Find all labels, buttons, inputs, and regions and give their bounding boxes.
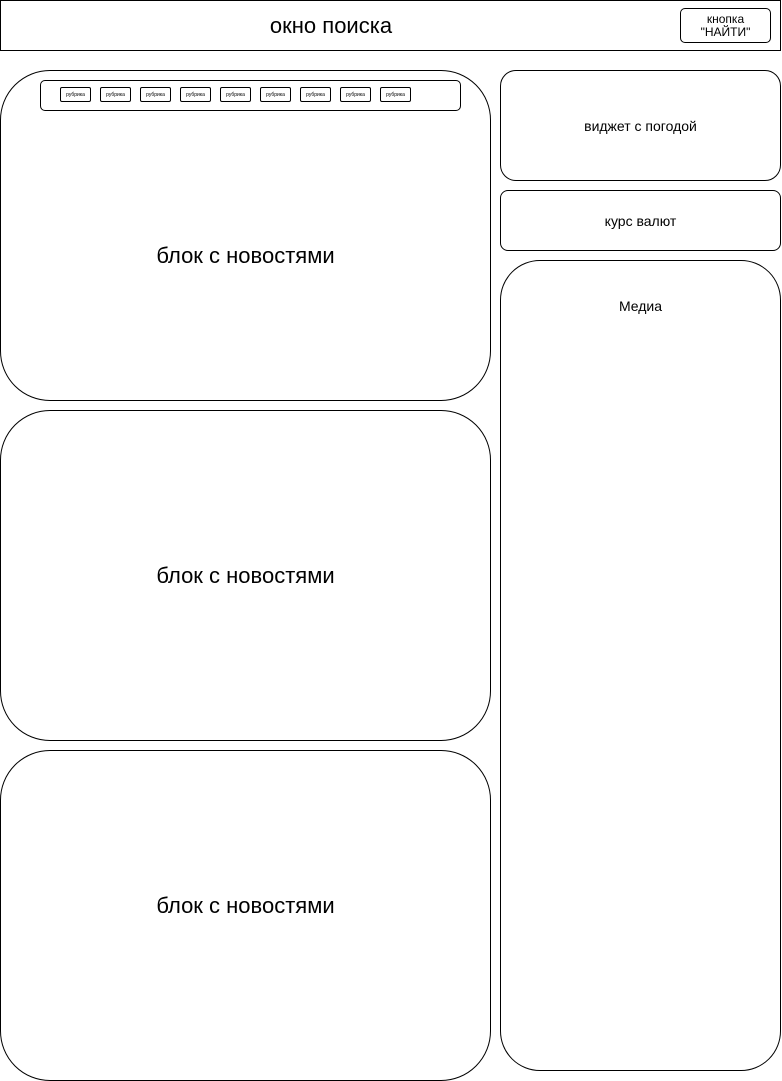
- rubric-tab-6[interactable]: рубрика: [260, 87, 291, 102]
- news-block-label: блок с новостями: [156, 893, 335, 918]
- rubric-tab-9[interactable]: рубрика: [380, 87, 411, 102]
- currency-widget: курс валют: [500, 190, 781, 251]
- news-block-2: блок с новостями: [0, 410, 491, 741]
- rubric-tab-4[interactable]: рубрика: [180, 87, 211, 102]
- rubric-tab-5[interactable]: рубрика: [220, 87, 251, 102]
- news-block-label: блок с новостями: [156, 243, 335, 268]
- currency-widget-label: курс валют: [604, 212, 677, 229]
- news-block-1: блок с новостями: [0, 70, 491, 401]
- news-block-3: блок с новостями: [0, 750, 491, 1081]
- rubric-tab-1[interactable]: рубрика: [60, 87, 91, 102]
- media-block: Медиа: [500, 260, 781, 1071]
- news-block-label: блок с новостями: [156, 563, 335, 588]
- rubric-tab-7[interactable]: рубрика: [300, 87, 331, 102]
- rubric-tab-3[interactable]: рубрика: [140, 87, 171, 102]
- find-button[interactable]: кнопка "НАЙТИ": [680, 8, 771, 43]
- search-input[interactable]: окно поиска: [269, 12, 393, 38]
- search-bar: окно поиска: [0, 0, 781, 51]
- weather-widget: виджет с погодой: [500, 70, 781, 181]
- media-block-label: Медиа: [618, 298, 663, 314]
- rubric-tab-8[interactable]: рубрика: [340, 87, 371, 102]
- rubric-tab-2[interactable]: рубрика: [100, 87, 131, 102]
- rubric-bar: рубрика рубрика рубрика рубрика рубрика …: [40, 80, 461, 111]
- weather-widget-label: виджет с погодой: [584, 117, 697, 134]
